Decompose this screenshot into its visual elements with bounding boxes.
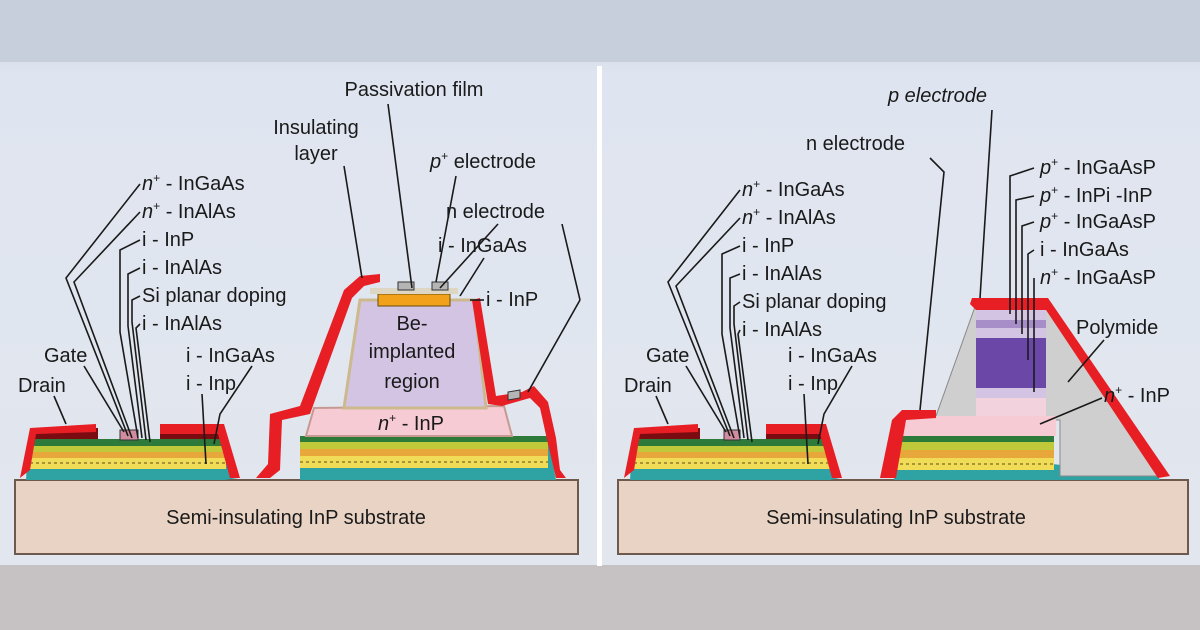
label-n-ingaas-right: n+ - InGaAs [742, 177, 845, 201]
left-photodiode-mesa [256, 274, 566, 480]
label-n-inalas-right: n+ - InAlAs [742, 205, 836, 229]
label-n-inalas: n+ - InAlAs [142, 199, 236, 223]
label-p-ingaasp-2: p+ - InGaAsP [1039, 209, 1156, 233]
label-i-ingaas-right: i - InGaAs [788, 345, 877, 367]
label-i-inalas-2: i - InAlAs [142, 313, 222, 335]
label-i-inalas-right-1: i - InAlAs [742, 263, 822, 285]
label-region: region [384, 371, 440, 393]
label-si-planar-right: Si planar doping [742, 291, 887, 313]
label-gate: Gate [44, 345, 87, 367]
label-i-inalas-right-2: i - InAlAs [742, 319, 822, 341]
label-layer: layer [294, 143, 338, 165]
label-p-electrode: p+ electrode [429, 149, 536, 173]
right-panel: Semi-insulating InP substrate [617, 85, 1189, 555]
label-n-electrode-right: n electrode [806, 133, 905, 155]
label-n-ingaas: n+ - InGaAs [142, 171, 245, 195]
label-i-inp-right: i - InP [486, 289, 538, 311]
label-be: Be- [396, 313, 427, 335]
right-substrate-label: Semi-insulating InP substrate [766, 507, 1026, 529]
bottom-band [0, 565, 1200, 630]
label-n-electrode: n electrode [446, 201, 545, 223]
label-i-inp-low: i - Inp [186, 373, 236, 395]
right-leader-lines [655, 109, 1105, 465]
label-p-electrode-right: p electrode [887, 85, 987, 107]
label-passivation-film: Passivation film [345, 79, 484, 101]
label-i-inalas-1: i - InAlAs [142, 257, 222, 279]
right-hemt-stack [624, 424, 842, 480]
label-i-ingaas-right-top: i - InGaAs [1040, 239, 1129, 261]
label-n-ingaasp: n+ - InGaAsP [1040, 265, 1156, 289]
label-implanted: implanted [369, 341, 456, 363]
left-substrate-label: Semi-insulating InP substrate [166, 507, 426, 529]
label-si-planar-doping: Si planar doping [142, 285, 287, 307]
label-drain: Drain [18, 375, 66, 397]
left-hemt-stack [20, 424, 240, 480]
label-i-inp-low-right: i - Inp [788, 373, 838, 395]
label-polymide: Polymide [1076, 317, 1158, 339]
left-panel: Semi-insulating InP substrate [14, 79, 581, 555]
left-leader-lines [53, 103, 581, 465]
label-p-inpi-inp: p+ - InPi -InP [1039, 183, 1153, 207]
label-i-inp: i - InP [142, 229, 194, 251]
label-i-ingaas: i - InGaAs [186, 345, 275, 367]
label-i-ingaas-top: i - InGaAs [438, 235, 527, 257]
label-n-inp: n+ - InP [378, 411, 444, 435]
label-p-ingaasp-1: p+ - InGaAsP [1039, 155, 1156, 179]
label-gate-right: Gate [646, 345, 689, 367]
panel-divider [597, 66, 602, 566]
label-drain-right: Drain [624, 375, 672, 397]
top-band [0, 0, 1200, 62]
label-insulating: Insulating [273, 117, 359, 139]
right-substrate [617, 479, 1189, 555]
label-i-inp-right2: i - InP [742, 235, 794, 257]
left-substrate [14, 479, 579, 555]
right-pin-mesa [880, 298, 1170, 480]
label-n-inp-right: n+ - InP [1104, 383, 1170, 407]
